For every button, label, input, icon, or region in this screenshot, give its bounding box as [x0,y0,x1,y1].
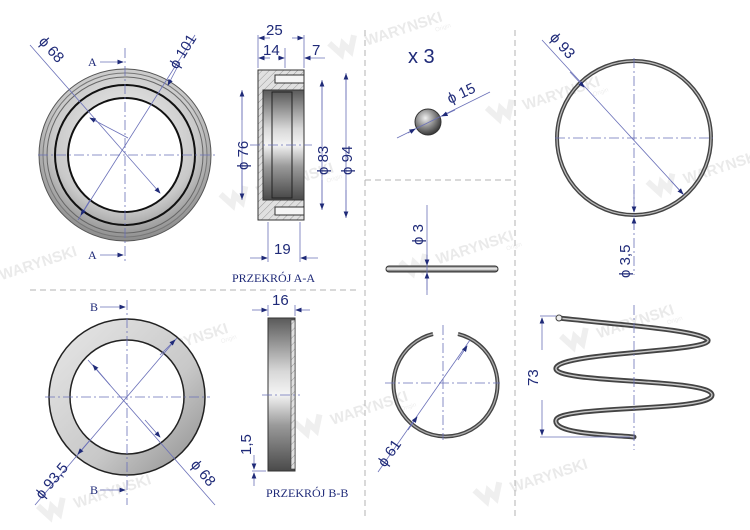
wire-ring: ϕ 93 ϕ 3,5 [541,29,713,278]
dim-washer-d68: ϕ 68 [187,457,219,490]
dim-width-7: 7 [312,42,320,59]
svg-text:WARYNSKI: WARYNSKI [72,471,154,512]
dim-ring-wire-d3-5: ϕ 3,5 [617,245,634,278]
dim-d94: ϕ 94 [339,146,356,175]
dim-washer-width-16: 16 [272,292,289,309]
dim-d101: ϕ 101 [166,31,200,72]
section-label-a-a: PRZEKRÓJ A-A [232,271,315,285]
svg-text:WARYNSKI: WARYNSKI [508,456,590,497]
section-marker-a-bottom: A [88,248,97,262]
svg-text:Origin: Origin [220,334,237,345]
svg-text:WARYNSKI: WARYNSKI [434,227,516,268]
dim-d68: ϕ 68 [35,33,67,66]
svg-text:WARYNSKI: WARYNSKI [0,243,79,284]
svg-text:Origin: Origin [506,242,523,253]
svg-text:Origin: Origin [326,174,343,185]
dim-rod-d3: ϕ 3 [410,224,427,245]
dim-width-25: 25 [266,22,283,39]
ball-x3: x 3 ϕ 15 [396,46,491,139]
section-b-b: 16 1,5 PRZEKRÓJ B-B [238,292,348,500]
dim-washer-thickness-1-5: 1,5 [238,434,255,455]
dim-d76-section: ϕ 76 [235,141,252,170]
svg-text:WARYNSKI: WARYNSKI [363,9,445,50]
section-marker-b-top: B [90,300,98,314]
dim-spring-height-73: 73 [525,369,542,386]
svg-text:Origin: Origin [400,402,417,413]
dim-width-14: 14 [263,42,280,59]
svg-text:Origin: Origin [435,23,452,34]
panel-dividers [30,30,516,520]
svg-text:WARYNSKI: WARYNSKI [681,147,750,188]
dim-snap-ring-d61: ϕ 61 [374,437,405,471]
dim-d83: ϕ 83 [315,146,332,175]
section-marker-b-bottom: B [90,483,98,497]
ball-quantity: x 3 [408,46,435,68]
coil-spring: 73 [525,305,715,450]
pin-rod: ϕ 3 [385,205,499,295]
bearing-ring-front-view: A A ϕ 68 ϕ 101 [29,31,215,262]
section-label-b-b: PRZEKRÓJ B-B [266,486,348,500]
section-marker-a-top: A [88,55,97,69]
dim-width-19: 19 [274,241,291,258]
dim-ball-d15: ϕ 15 [445,80,479,108]
svg-text:Origin: Origin [666,316,683,327]
dim-ring-d93: ϕ 93 [546,29,578,62]
section-a-a: 25 14 7 ϕ 76 ϕ 83 ϕ 94 19 PRZEKRÓJ A-A [232,22,356,285]
dim-washer-d93-5: ϕ 93,5 [32,460,72,503]
svg-text:Origin: Origin [592,87,609,98]
